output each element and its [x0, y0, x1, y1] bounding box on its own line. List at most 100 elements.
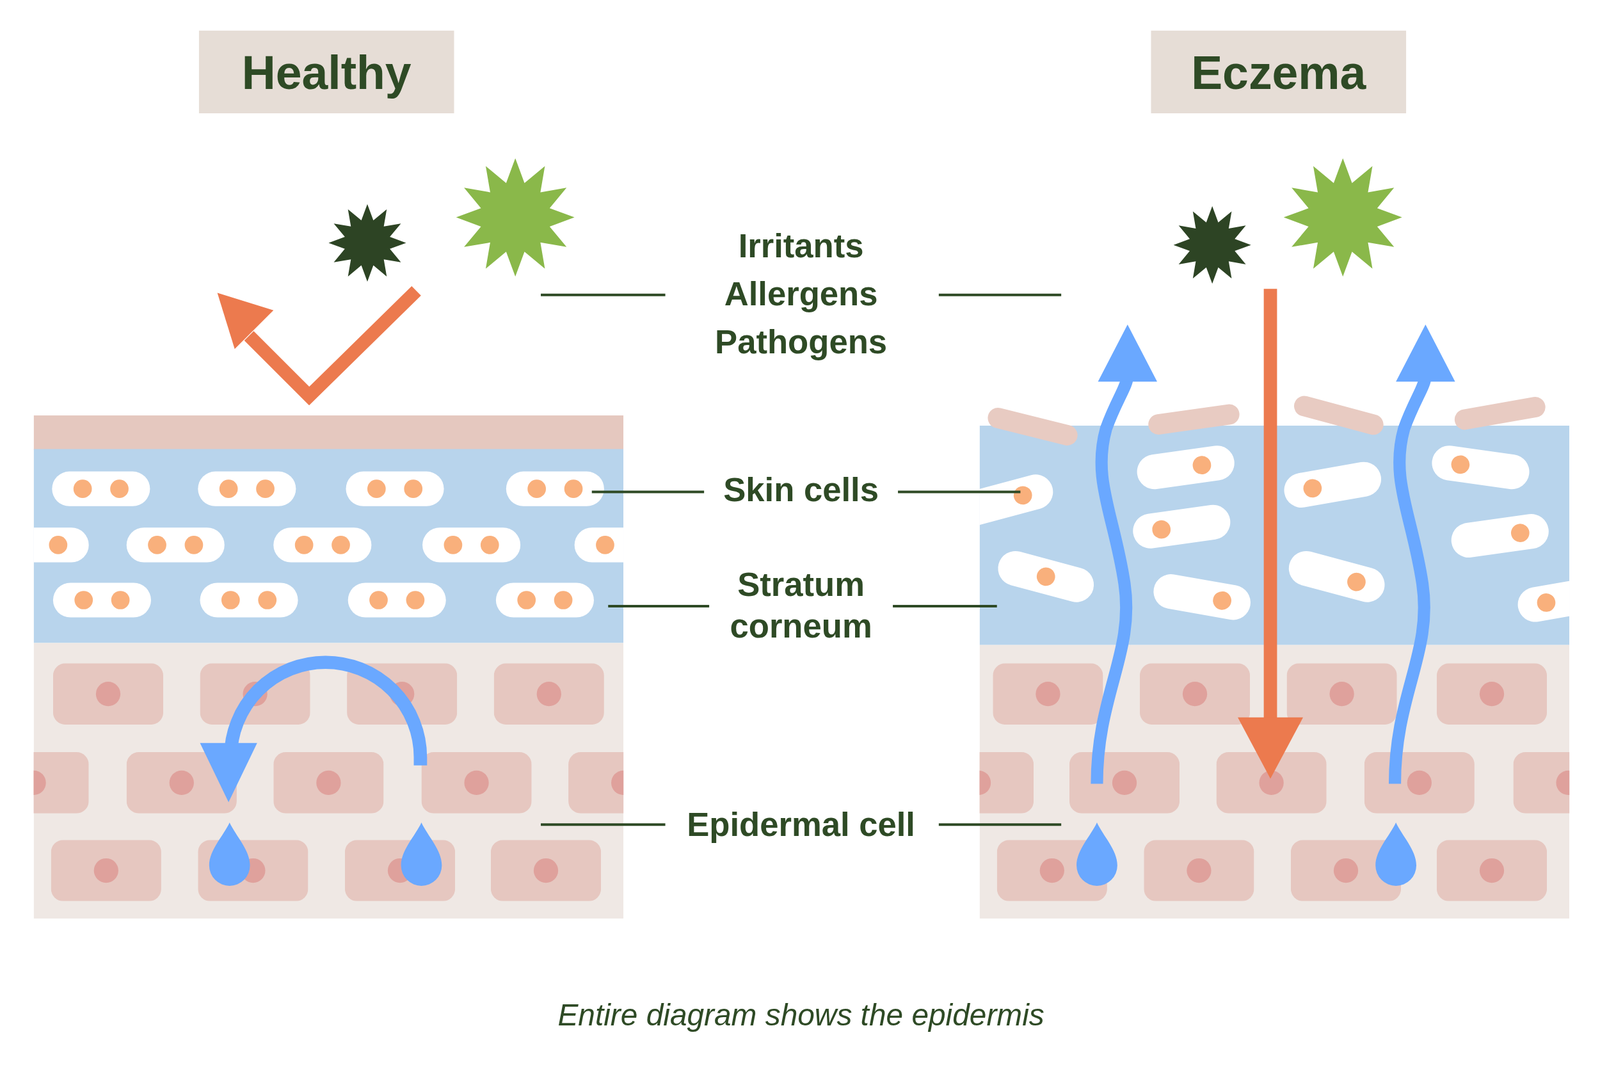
irritant-star: [328, 204, 406, 282]
damaged-skin-cells-part-part: [1345, 570, 1368, 594]
damaged-skin-cells-part-part: [1211, 590, 1233, 612]
skin-cells-part: [33, 527, 89, 562]
damaged-skin-cells-part-part: [1450, 454, 1471, 475]
epidermal-cells: [33, 663, 624, 901]
damaged-skin-cells-part-part: [979, 470, 1058, 530]
skin-cells-part-part: [111, 590, 130, 610]
epidermal-cells-part: [568, 752, 624, 814]
skin-cells-part-part: [527, 479, 546, 498]
epidermal-cells-part: [273, 752, 384, 814]
damaged-skin-cells-part: [979, 470, 1058, 530]
skin-cells-part-part: [53, 582, 152, 617]
leader-lines-part: [608, 604, 710, 608]
water-retained-part: [209, 822, 251, 886]
skin-cells-part: [496, 582, 594, 617]
skin-cells-part: [273, 527, 372, 562]
damaged-skin-cells-part-part: [1535, 592, 1557, 614]
skin-cells-part-part: [73, 479, 93, 498]
epidermis-layer: [33, 642, 624, 918]
damaged-skin-cells-part-part: [1448, 512, 1551, 560]
epidermal-cells-part: [1436, 663, 1547, 725]
skin-cells-part: [197, 471, 296, 507]
water-loss-part: [1395, 375, 1426, 784]
skin-cells-part-part: [184, 535, 204, 555]
skin-cells-part-part: [369, 590, 388, 610]
epidermal-cells-part: [979, 752, 1035, 814]
deflect-arrow: [217, 290, 417, 396]
skin-cells-part: [126, 527, 225, 562]
damaged-skin-cells-part-part: [1151, 519, 1172, 540]
skin-cells-part-part: [496, 582, 594, 617]
leader-lines-part: [540, 293, 666, 297]
allergen-star: [1283, 158, 1403, 277]
epidermal-cells-part: [490, 839, 601, 902]
damaged-skin-cells-part: [1150, 571, 1254, 623]
skin-cells-part-part: [257, 590, 277, 610]
leader-lines: [540, 295, 1062, 825]
epidermal-cells-part: [1512, 752, 1570, 814]
leader-lines-part: [892, 604, 998, 608]
part-label: Stratum corneum: [688, 563, 914, 648]
epidermal-cells-part: [1139, 663, 1250, 725]
panel-heading: Eczema: [1191, 44, 1366, 100]
penetration-arrow: [1237, 288, 1304, 779]
skin-cells-part-part: [256, 479, 275, 498]
eczema-skin: [923, 288, 1600, 919]
skin-cells-part-part: [406, 590, 425, 610]
epidermal-cells-part: [1287, 663, 1398, 725]
damaged-skin-cells-part-part: [1429, 443, 1532, 492]
damaged-skin-cells-part-part: [1301, 477, 1323, 499]
skin-cells-part-part: [33, 527, 89, 562]
skin-cells-part: [53, 582, 152, 617]
panel-heading-box: Healthy: [199, 30, 455, 114]
skin-cells-part-part: [221, 590, 240, 610]
epidermal-cells-part: [53, 663, 164, 725]
damaged-skin-cells-part-part: [1191, 454, 1213, 475]
skin-cells-part-part: [564, 479, 584, 498]
skin-cells-part-part: [219, 479, 239, 498]
stratum-corneum: [33, 449, 624, 644]
damaged-skin-cells-part-part: [1134, 443, 1237, 492]
skin-cells-part: [51, 471, 150, 507]
damaged-skin-cells-part-part: [1285, 547, 1389, 607]
epidermal-cells-part: [992, 663, 1103, 725]
healthy-skin: [33, 415, 624, 919]
damaged-skin-cells-part-part: [1034, 565, 1058, 588]
skin-cells-part-part: [49, 535, 68, 555]
skin-cells-part-part: [348, 582, 447, 617]
part-label: Epidermal cell: [597, 803, 1006, 845]
epidermal-cells-part: [1143, 839, 1254, 902]
skin-cells-part-part: [506, 471, 605, 507]
skin-cells-part-part: [595, 535, 615, 555]
epidermal-cells-part: [421, 752, 532, 814]
penetration-arrow-part: [1264, 288, 1278, 725]
damaged-skin-cells-part: [1429, 443, 1532, 492]
part-label: Irritants Allergens Pathogens: [678, 221, 924, 366]
damaged-skin-cells-part-part: [1509, 522, 1531, 543]
skin-cells-part-part: [147, 535, 167, 555]
skin-cells-part-part: [74, 590, 93, 610]
part-label: Skin cells: [597, 469, 1006, 511]
panel-heading: Healthy: [241, 44, 412, 100]
skin-cells-part-part: [197, 471, 296, 507]
skin-cells-part-part: [517, 590, 536, 610]
skin-cells-part-part: [51, 471, 150, 507]
surface-layer: [33, 415, 624, 450]
leader-lines-part: [938, 293, 1062, 297]
damaged-skin-cells-part-part: [1011, 483, 1035, 507]
skin-cells-part-part: [480, 535, 500, 555]
leader-lines-part: [897, 490, 1021, 494]
skin-flakes-part: [1452, 395, 1547, 432]
epidermal-cells-part: [1364, 752, 1475, 814]
skin-cells-part-part: [110, 479, 129, 498]
damaged-skin-cells-part: [1281, 458, 1384, 511]
water-retained-part: [230, 662, 421, 766]
skin-cells-part-part: [554, 590, 573, 610]
water-loss-part: [1098, 324, 1158, 382]
damaged-skin-cells-part-part: [993, 547, 1098, 607]
skin-cells-part-part: [367, 479, 386, 498]
water-retained: [200, 662, 443, 886]
water-retained-part: [401, 822, 443, 886]
skin-cells-part: [506, 471, 605, 507]
